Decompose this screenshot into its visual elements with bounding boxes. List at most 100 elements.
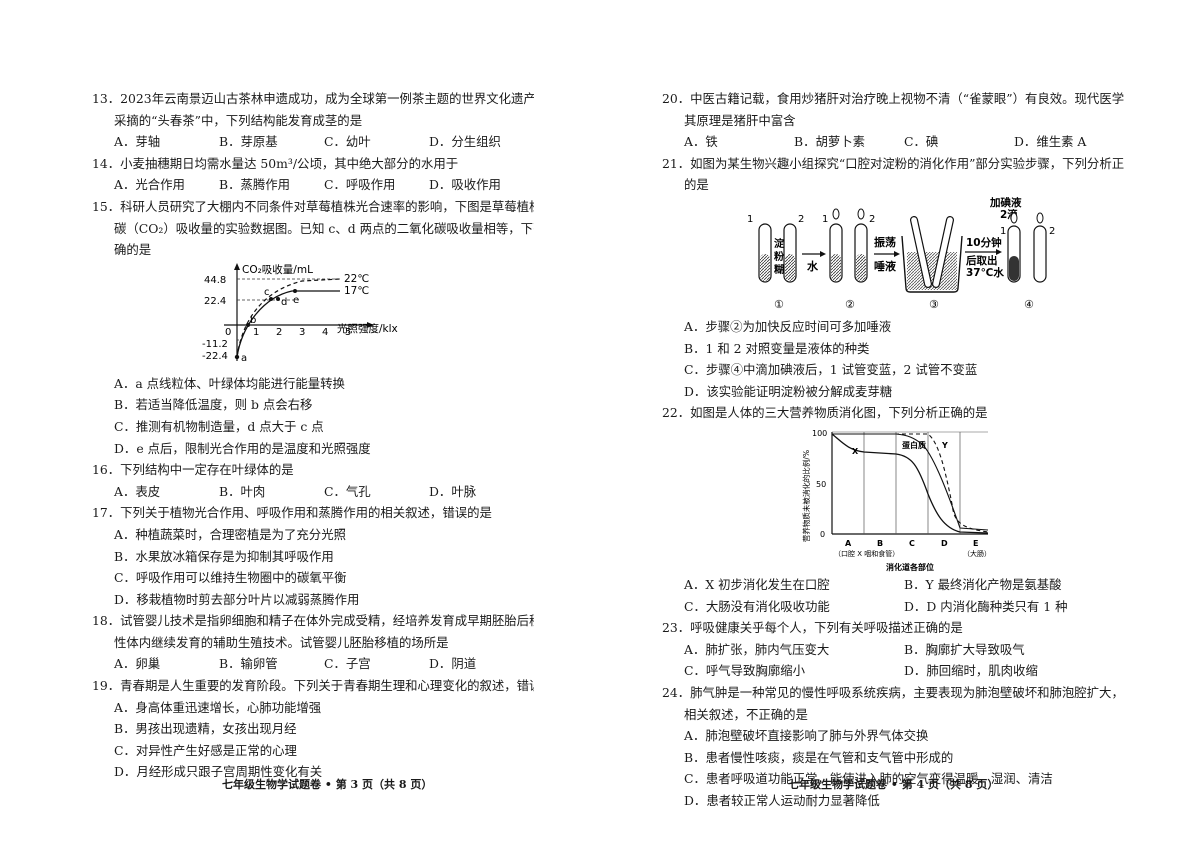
x-tick-label: 4 (322, 327, 328, 338)
water-bath-beaker (901, 235, 963, 293)
experiment-figure: 1 2 淀 粉 糊 ① 水 1 2 ② 振 (662, 196, 1124, 316)
options-row: A．光合作用 B．蒸腾作用 C．呼吸作用 D．吸收作用 (92, 174, 534, 196)
step-number: ② (845, 298, 855, 311)
left-page: 13．2023年云南景迈山古茶林申遗成功，成为全球第一例茶主题的世界文化遗产。在… (92, 88, 534, 783)
option-b: B．若适当降低温度，则 b 点会右移 (114, 397, 313, 413)
question-18: 18．试管婴儿技术是指卵细胞和精子在体外完成受精，经培养发育成早期胚胎后移植到女… (92, 610, 534, 675)
options-row: A．铁 B．胡萝卜素 C．碘 D．维生素 A (662, 131, 1124, 153)
option-d: D．e 点后，限制光合作用的是温度和光照强度 (114, 440, 371, 456)
saliva-label: 唾液 (874, 259, 897, 273)
option-b: B．蒸腾作用 (219, 177, 291, 193)
shake-label: 振荡 (874, 235, 896, 249)
tube-label: 2 (869, 214, 875, 225)
question-text: 22．如图是人体的三大营养物质消化图，下列分析正确的是 (662, 405, 988, 421)
option-c: C．呼吸作用可以维持生物圈中的碳氧平衡 (114, 570, 347, 586)
point-e (293, 288, 297, 293)
clear-result-fill (1035, 255, 1045, 281)
starch-paste-fill (760, 253, 770, 281)
point-c (269, 296, 273, 301)
option-b: B．1 和 2 对照变量是液体的种类 (684, 340, 870, 356)
question-15: 15．科研人员研究了大棚内不同条件对草莓植株光合速率的影响，下图是草莓植株二氧化… (92, 196, 534, 459)
iodine-label: 加碘液 (989, 196, 1022, 209)
option-d: D．患者较正常人运动耐力显著降低 (684, 792, 880, 808)
point-d (276, 296, 280, 301)
starch-label: 粉 (774, 250, 784, 263)
y-tick-label: 50 (816, 480, 826, 489)
step-number: ④ (1024, 298, 1034, 311)
question-13: 13．2023年云南景迈山古茶林申遗成功，成为全球第一例茶主题的世界文化遗产。在… (92, 88, 534, 153)
co2-graph-figure: CO₂吸收量/mL 光照强度/klx 44.8 22.4 0 -11.2 -22… (92, 261, 534, 373)
arrow-head (996, 248, 1002, 255)
time-label: 10分钟 (966, 236, 1002, 249)
options-row: A．卵巢 B．输卵管 C．子宫 D．阴道 (92, 653, 534, 675)
point-label-c: c (264, 287, 270, 298)
option-d: D．D 内消化酶种类只有 1 种 (904, 598, 1068, 614)
x-tick-label: 2 (276, 327, 282, 338)
question-text: 24．肺气肿是一种常见的慢性呼吸系统疾病，主要表现为肺泡壁破坏和肺泡腔扩大，下列 (662, 684, 1124, 700)
x-tick-label: B (877, 539, 883, 548)
arrow-head (820, 250, 826, 257)
tube-label: 2 (798, 214, 804, 225)
right-page: 20．中医古籍记载，食用炒猪肝对治疗晚上视物不清（“雀蒙眼”）有良效。现代医学分… (662, 88, 1124, 811)
question-17: 17．下列关于植物光合作用、呼吸作用和蒸腾作用的相关叙述，错误的是 A．种植蔬菜… (92, 502, 534, 610)
curve-label-22c: 22℃ (344, 273, 369, 285)
option-d: D．吸收作用 (429, 177, 501, 193)
option-b: B．水果放冰箱保存是为抑制其呼吸作用 (114, 548, 334, 564)
curve-y (832, 433, 989, 533)
question-text: 20．中医古籍记载，食用炒猪肝对治疗晚上视物不清（“雀蒙眼”）有良效。现代医学分… (662, 91, 1124, 106)
question-text: 23．呼吸健康关乎每个人，下列有关呼吸描述正确的是 (662, 620, 963, 636)
question-text: 15．科研人员研究了大棚内不同条件对草莓植株光合速率的影响，下图是草莓植株二氧化 (92, 198, 534, 214)
y-tick-label: -22.4 (202, 351, 228, 362)
dropper-icon (1010, 212, 1018, 224)
x-tick-label: 3 (299, 327, 305, 338)
curve-17c (236, 290, 340, 357)
options-row: A．X 初步消化发生在口腔 B．Y 最终消化产物是氨基酸 (662, 574, 1124, 596)
option-c: C．幼叶 (324, 134, 371, 150)
point-label-d: d (281, 297, 287, 308)
option-a: A．卵巢 (114, 656, 161, 672)
tube-label: 1 (1000, 226, 1006, 237)
curve-label-x: X (852, 447, 859, 456)
tube-label: 1 (822, 214, 828, 225)
options-row: C．大肠没有消化吸收功能 D．D 内消化酶种类只有 1 种 (662, 596, 1124, 618)
y-tick-label: 0 (225, 327, 231, 338)
option-d: D．移栽植物时剪去部分叶片以减弱蒸腾作用 (114, 591, 360, 607)
mixture-fill (831, 253, 841, 281)
option-c: C．患者呼吸道功能正常，能使进入肺的空气变得温暖、湿润、清洁 (684, 771, 1053, 787)
left-page-footer: 七年级生物学试题卷 • 第 3 页（共 8 页） (222, 778, 433, 791)
point-label-a: a (241, 353, 247, 364)
question-text: 17．下列关于植物光合作用、呼吸作用和蒸腾作用的相关叙述，错误的是 (92, 505, 492, 521)
y-axis-label: CO₂吸收量/mL (242, 263, 313, 276)
question-text: 16．下列结构中一定存在叶绿体的是 (92, 462, 294, 478)
step-number: ③ (929, 298, 939, 311)
options-row: C．呼气导致胸廓缩小 D．肺回缩时，肌肉收缩 (662, 660, 1124, 682)
tube-label: 2 (1049, 226, 1055, 237)
question-text: 的是 (684, 177, 709, 193)
option-a: A．芽轴 (114, 134, 161, 150)
option-d: D．叶脉 (429, 483, 477, 499)
x-tick-label: E (973, 539, 978, 548)
x-axis-label: 消化道各部位 (886, 562, 934, 572)
question-text: 13．2023年云南景迈山古茶林申遗成功，成为全球第一例茶主题的世界文化遗产。在… (92, 91, 534, 106)
question-16: 16．下列结构中一定存在叶绿体的是 A．表皮 B．叶肉 C．气孔 D．叶脉 (92, 459, 534, 502)
question-text: 相关叙述，不正确的是 (684, 706, 808, 722)
x-tick-label: D (941, 539, 948, 548)
arrow-head (894, 250, 900, 257)
y-tick-label: 0 (820, 530, 825, 539)
dropper-icon (857, 208, 865, 220)
step-number: ① (774, 298, 784, 311)
question-20: 20．中医古籍记载，食用炒猪肝对治疗晚上视物不清（“雀蒙眼”）有良效。现代医学分… (662, 88, 1124, 153)
x-sublabel: （大肠） (963, 549, 991, 558)
water-bath-label: 37℃水 (966, 266, 1004, 279)
option-d: D．分生组织 (429, 134, 501, 150)
curve-x (831, 433, 989, 534)
option-c: C．对异性产生好感是正常的心理 (114, 742, 297, 758)
option-a: A．a 点线粒体、叶绿体均能进行能量转换 (114, 375, 345, 391)
question-23: 23．呼吸健康关乎每个人，下列有关呼吸描述正确的是 A．肺扩张，肺内气压变大 B… (662, 617, 1124, 682)
option-d: D．维生素 A (1014, 134, 1087, 150)
y-axis-label: 营养物质未被消化的比例/% (801, 450, 811, 542)
right-page-footer: 七年级生物学试题卷 • 第 4 页（共 8 页） (788, 778, 999, 791)
y-tick-label: 44.8 (204, 275, 226, 286)
option-b: B．患者慢性咳痰，痰是在气管和支气管中形成的 (684, 749, 954, 765)
question-text: 确的是 (114, 242, 152, 258)
